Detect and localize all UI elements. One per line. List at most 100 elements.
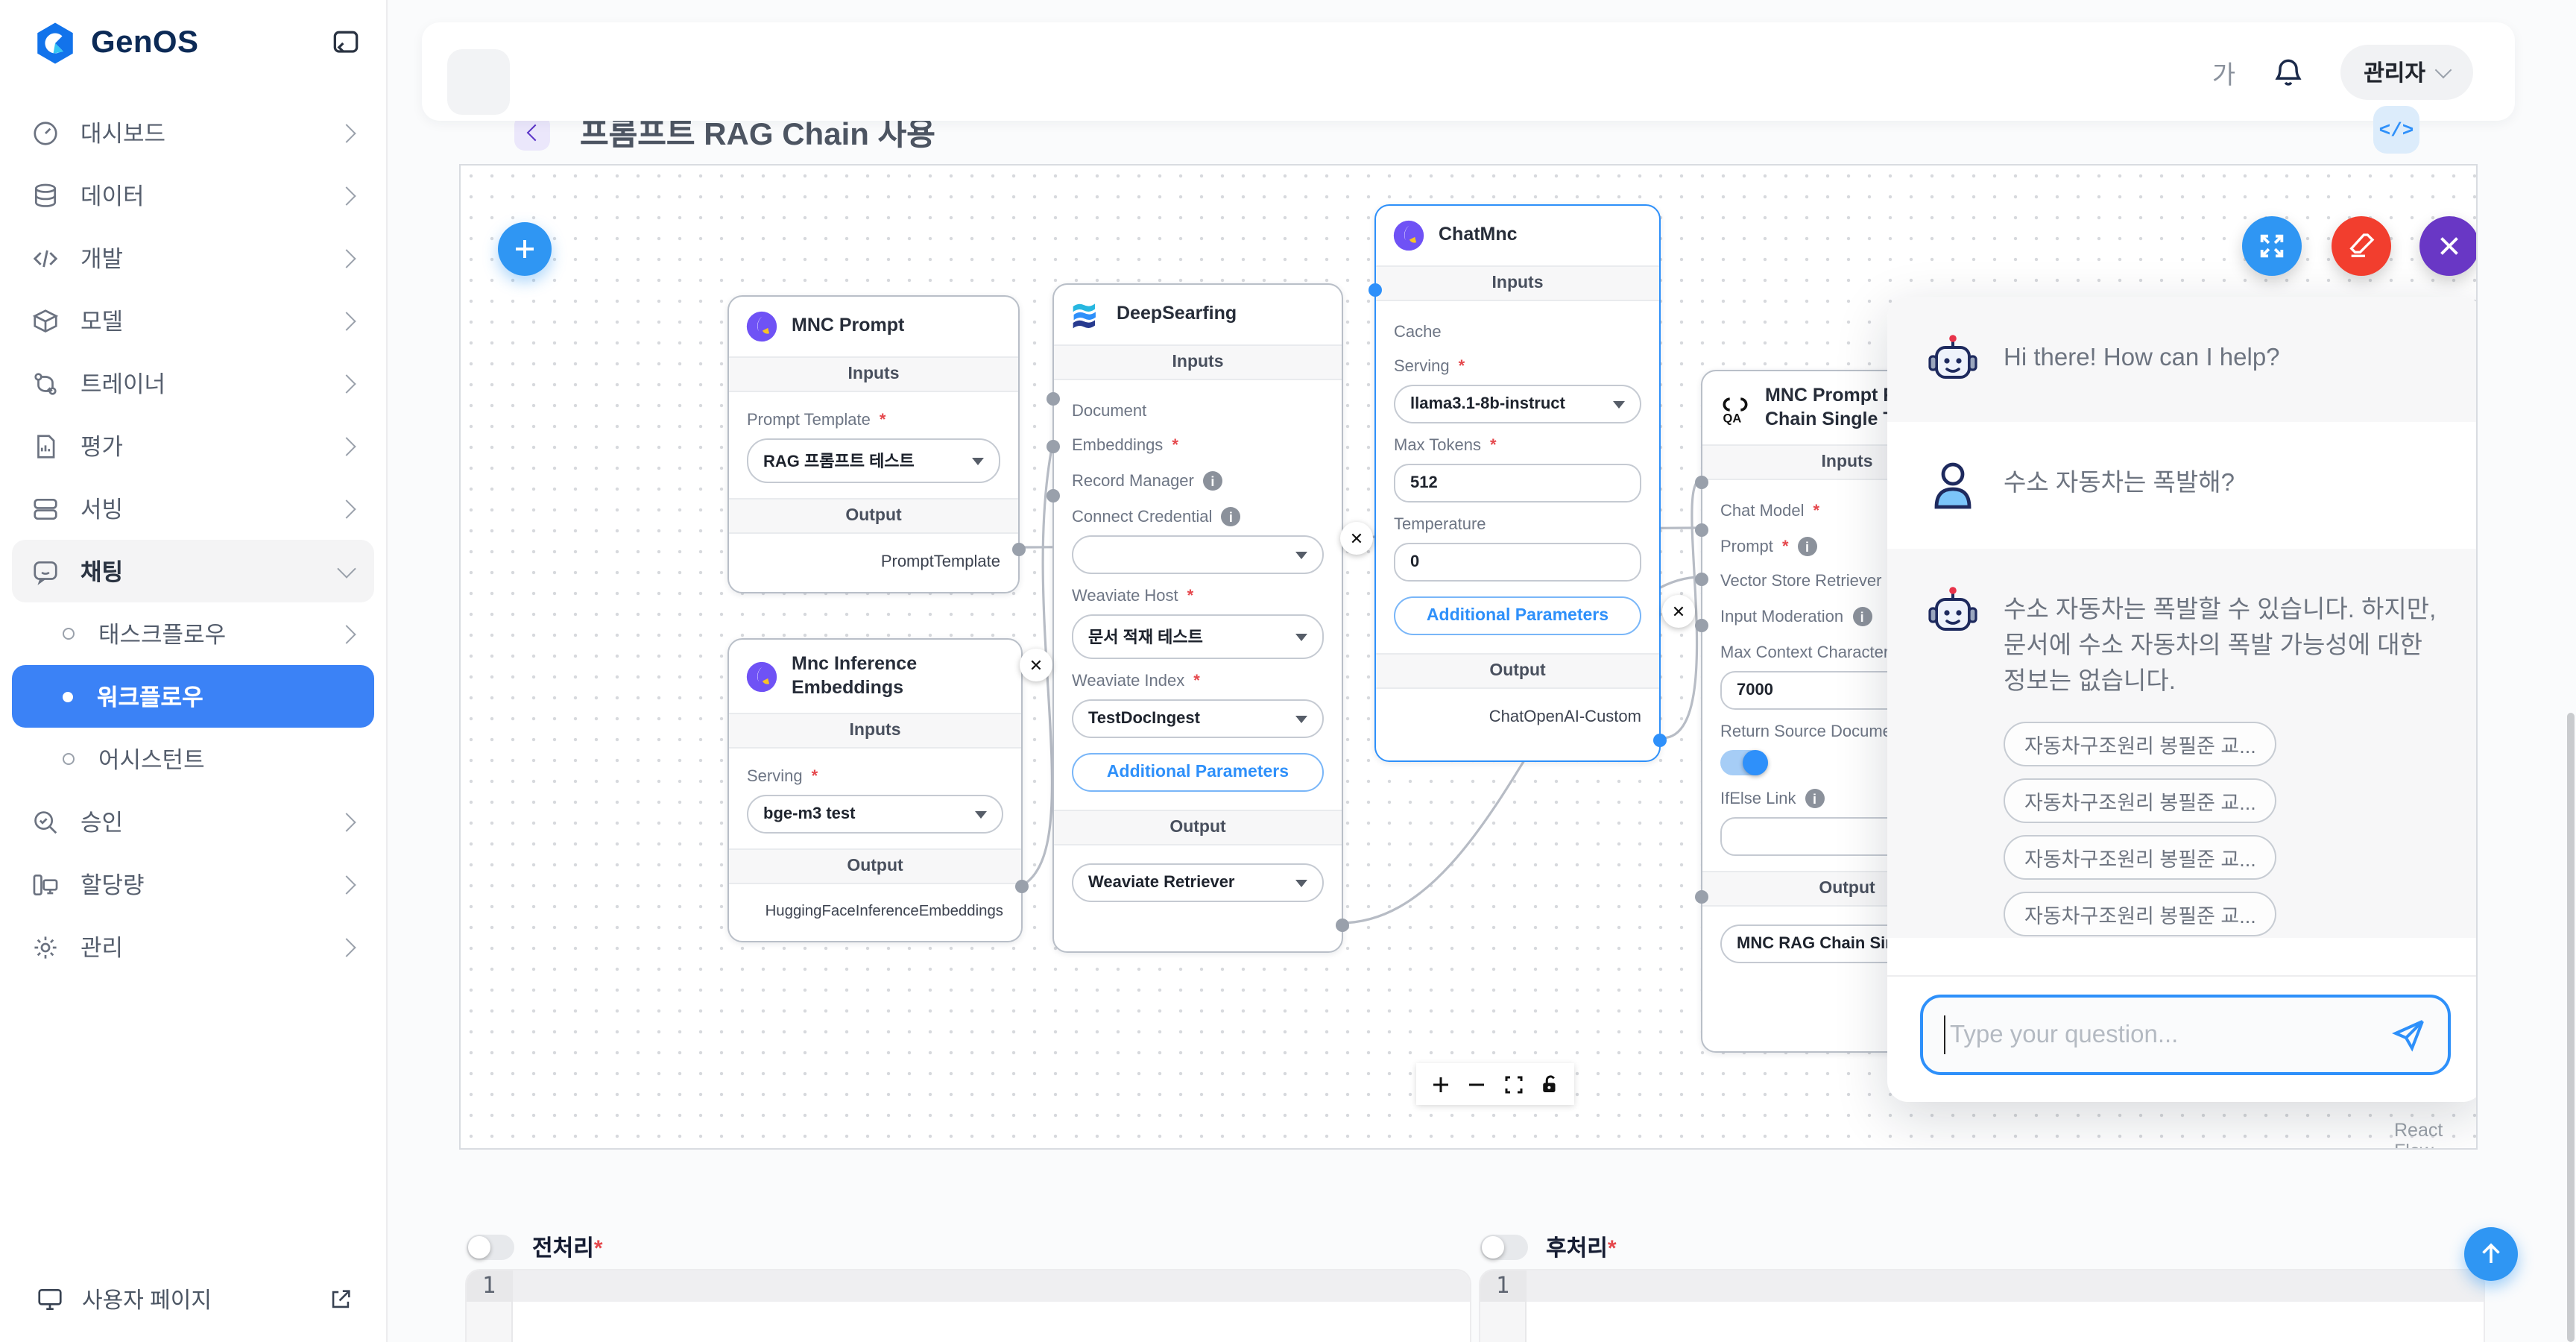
source-chip[interactable]: 자동차구조원리 봉필준 교... [2004, 834, 2277, 880]
logo-row: GenOS [0, 0, 386, 81]
output-select[interactable]: Weaviate Retriever [1072, 863, 1324, 902]
ifelse-handle[interactable] [1695, 890, 1708, 904]
chevron-right-icon [337, 123, 356, 142]
prompt-handle[interactable] [1695, 523, 1708, 537]
model-icon [30, 306, 60, 336]
node-deepsearfing[interactable]: DeepSearfing Inputs Document Embeddings*… [1046, 283, 1349, 953]
cache-handle[interactable] [1368, 283, 1382, 297]
caret-down-icon [972, 457, 984, 464]
weaviate-host-select[interactable]: 문서 적재 테스트 [1072, 614, 1324, 659]
sidebar-item-trainer[interactable]: 트레이너 [0, 352, 386, 415]
preprocess-row: 전처리* [467, 1232, 603, 1263]
additional-parameters-button[interactable]: Additional Parameters [1072, 753, 1324, 792]
font-size-button[interactable]: 가 [2212, 60, 2236, 89]
canvas-zoom-toolbar [1416, 1063, 1574, 1105]
source-chip[interactable]: 자동차구조원리 봉필준 교... [2004, 891, 2277, 936]
output-handle[interactable] [1015, 880, 1029, 893]
fit-view-button[interactable] [1499, 1069, 1529, 1099]
vertical-scrollbar-thumb[interactable] [2567, 713, 2575, 1342]
postprocess-toggle[interactable] [1480, 1235, 1528, 1260]
sidebar-item-workflow[interactable]: 워크플로우 [12, 665, 374, 728]
scroll-to-top-button[interactable] [2464, 1227, 2518, 1281]
sidebar-item-admin[interactable]: 관리 [0, 916, 386, 978]
serving-select[interactable]: llama3.1-8b-instruct [1394, 385, 1641, 423]
chat-message-bot: Hi there! How can I help? [1887, 297, 2476, 422]
line-number: 1 [467, 1270, 511, 1302]
zoom-in-button[interactable] [1426, 1069, 1456, 1099]
temperature-input[interactable]: 0 [1394, 543, 1641, 582]
embeddings-handle[interactable] [1046, 440, 1060, 453]
sidebar-item-chat[interactable]: 채팅 [12, 540, 374, 602]
connect-credential-select[interactable] [1072, 535, 1324, 574]
lock-button[interactable] [1535, 1069, 1565, 1099]
chat-input-box [1920, 995, 2451, 1075]
output-handle[interactable] [1653, 734, 1667, 747]
clear-chat-button[interactable] [2332, 216, 2391, 276]
sidebar-item-evaluation[interactable]: 평가 [0, 415, 386, 477]
caret-down-icon [975, 810, 987, 819]
sidebar-item-taskflow[interactable]: 태스크플로우 [0, 602, 386, 665]
approval-icon [30, 807, 60, 837]
preprocess-toggle[interactable] [467, 1235, 514, 1260]
chevron-down-icon [2434, 60, 2452, 78]
fullscreen-button[interactable] [2242, 216, 2302, 276]
return-source-toggle[interactable] [1720, 750, 1768, 776]
weaviate-index-select[interactable]: TestDocIngest [1072, 699, 1324, 738]
max-tokens-input[interactable]: 512 [1394, 464, 1641, 503]
sidebar-collapse-icon[interactable] [329, 27, 362, 60]
node-title: ChatMnc [1439, 224, 1518, 245]
retriever-output-handle[interactable] [1336, 919, 1349, 932]
input-moderation-handle[interactable] [1695, 619, 1708, 632]
source-chip[interactable]: 자동차구조원리 봉필준 교... [2004, 778, 2277, 823]
field-label: Prompt Template* [747, 412, 886, 429]
inputs-section-label: Inputs [729, 356, 1018, 392]
source-chip[interactable]: 자동차구조원리 봉필준 교... [2004, 721, 2277, 766]
zoom-out-button[interactable] [1462, 1069, 1492, 1099]
sidebar-item-dashboard[interactable]: 대시보드 [0, 101, 386, 164]
line-number: 1 [1480, 1270, 1525, 1302]
profile-menu[interactable]: 관리자 [2340, 44, 2473, 99]
sidebar-item-user-page[interactable]: 사용자 페이지 [0, 1284, 386, 1315]
sidebar-item-assistant[interactable]: 어시스턴트 [0, 728, 386, 790]
chat-question-input[interactable] [1944, 1015, 2391, 1054]
node-chatmnc[interactable]: ChatMnc Inputs Cache Serving* llama3.1-8… [1368, 204, 1667, 762]
chat-message-text: 수소 자동차는 폭발해? [2004, 470, 2235, 497]
serving-select[interactable]: bge-m3 test [747, 795, 1003, 834]
edge-delete-button[interactable]: ✕ [1340, 522, 1373, 555]
chat-model-handle[interactable] [1695, 476, 1708, 489]
sidebar-item-data[interactable]: 데이터 [0, 164, 386, 227]
edge-delete-button[interactable]: ✕ [1662, 595, 1695, 628]
output-handle[interactable] [1012, 543, 1026, 556]
sidebar-item-serving[interactable]: 서빙 [0, 477, 386, 540]
sidebar-item-model[interactable]: 모델 [0, 289, 386, 352]
sidebar-item-dev[interactable]: 개발 [0, 227, 386, 289]
preprocess-code-editor[interactable]: 1 [467, 1270, 1470, 1342]
record-manager-handle[interactable] [1046, 489, 1060, 503]
info-icon [1221, 507, 1241, 526]
sidebar-item-approval[interactable]: 승인 [0, 790, 386, 853]
edge-delete-button[interactable]: ✕ [1020, 649, 1052, 681]
view-code-button[interactable]: </> [2373, 106, 2419, 154]
postprocess-code-editor[interactable]: 1 [1480, 1270, 2484, 1342]
additional-parameters-button[interactable]: Additional Parameters [1394, 596, 1641, 635]
admin-icon [30, 932, 60, 962]
quota-icon [30, 869, 60, 899]
vector-store-handle[interactable] [1695, 573, 1708, 586]
send-icon[interactable] [2391, 1017, 2427, 1053]
close-chat-button[interactable] [2419, 216, 2476, 276]
node-mnc-inference-embeddings[interactable]: Mnc Inference Embeddings Inputs Serving*… [727, 638, 1029, 943]
prompt-template-select[interactable]: RAG 프롬프트 테스트 [747, 438, 1000, 483]
bot-avatar-icon [1928, 335, 1977, 379]
document-handle[interactable] [1046, 392, 1060, 406]
notifications-bell-icon[interactable] [2271, 55, 2304, 88]
chevron-right-icon [337, 812, 356, 831]
sidebar-item-quota[interactable]: 할당량 [0, 853, 386, 916]
chevron-right-icon [337, 875, 356, 894]
back-button[interactable] [514, 115, 550, 151]
add-node-button[interactable] [498, 222, 552, 276]
workflow-canvas[interactable]: MNC Prompt Inputs Prompt Template* RAG 프… [459, 164, 2478, 1150]
node-mnc-prompt[interactable]: MNC Prompt Inputs Prompt Template* RAG 프… [727, 295, 1026, 593]
inputs-section-label: Inputs [1376, 265, 1659, 301]
caret-down-icon [1295, 633, 1307, 640]
sidebar-menu: 대시보드 데이터 개발 모델 트레이너 [0, 101, 386, 978]
